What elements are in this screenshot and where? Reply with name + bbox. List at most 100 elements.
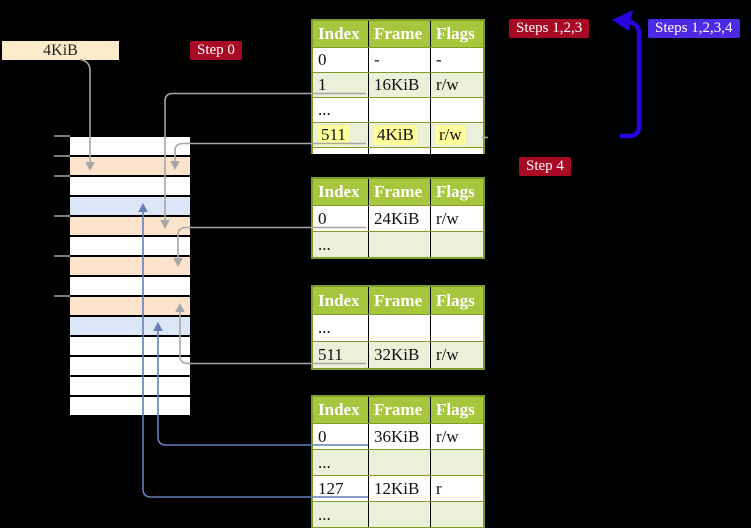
table-row: 0-- bbox=[313, 47, 483, 72]
header-cell-frame: Frame bbox=[368, 397, 430, 423]
memory-frame-row bbox=[70, 197, 190, 215]
memory-frame-row bbox=[70, 217, 190, 235]
table-cell: ... bbox=[313, 502, 368, 527]
table-cell: 0 bbox=[313, 48, 368, 72]
table-cell: 36KiB bbox=[368, 424, 430, 449]
table-cell: r/w bbox=[430, 123, 483, 147]
memory-tick bbox=[54, 155, 70, 157]
header-cell-flags: Flags bbox=[430, 21, 483, 47]
table-cell bbox=[368, 232, 430, 257]
step4-label: Step 4 bbox=[519, 157, 571, 176]
table-cell bbox=[430, 450, 483, 475]
steps-1234-label: Steps 1,2,3,4 bbox=[648, 19, 740, 38]
table-row: ... bbox=[313, 314, 483, 341]
memory-frame-row bbox=[70, 177, 190, 195]
table-cell: 24KiB bbox=[368, 206, 430, 231]
table-cell bbox=[368, 98, 430, 122]
header-cell-index: Index bbox=[313, 179, 368, 205]
table-cell bbox=[430, 148, 483, 154]
step0-label: Step 0 bbox=[190, 41, 242, 60]
table-cell: - bbox=[430, 48, 483, 72]
memory-frame-row bbox=[70, 237, 190, 255]
header-cell-frame: Frame bbox=[368, 21, 430, 47]
table-cell bbox=[430, 98, 483, 122]
table-cell: 12KiB bbox=[368, 476, 430, 501]
table-cell: ... bbox=[313, 450, 368, 475]
memory-frame-row bbox=[70, 277, 190, 295]
table-cell: r bbox=[430, 476, 483, 501]
arrow-left-icon bbox=[612, 10, 633, 31]
clipped-table-row bbox=[313, 147, 483, 154]
steps-123-label: Steps 1,2,3 bbox=[509, 19, 590, 38]
table-cell: 511 bbox=[313, 123, 368, 147]
memory-frame-row bbox=[70, 357, 190, 375]
table-row: ... bbox=[313, 97, 483, 122]
header-cell-flags: Flags bbox=[430, 179, 483, 205]
table-cell: r/w bbox=[430, 73, 483, 97]
table-cell: 32KiB bbox=[368, 342, 430, 368]
table-cell: 1 bbox=[313, 73, 368, 97]
header-cell-index: Index bbox=[313, 287, 368, 314]
table-cell: ... bbox=[313, 98, 368, 122]
table-cell: r/w bbox=[430, 206, 483, 231]
loop-back-arrow bbox=[620, 19, 642, 139]
table-cell: ... bbox=[313, 315, 368, 341]
header-cell-frame: Frame bbox=[368, 287, 430, 314]
table-cell bbox=[313, 148, 368, 154]
table-cell: r/w bbox=[430, 342, 483, 368]
table-row: ... bbox=[313, 449, 483, 475]
table-cell: r/w bbox=[430, 424, 483, 449]
table-row: ... bbox=[313, 501, 483, 527]
memory-tick bbox=[54, 295, 70, 297]
memory-frame-row bbox=[70, 377, 190, 395]
frame-size-label: 4KiB bbox=[2, 41, 119, 60]
table-cell bbox=[430, 232, 483, 257]
table-cell: ... bbox=[313, 232, 368, 257]
memory-tick bbox=[54, 175, 70, 177]
table-row: ... bbox=[313, 231, 483, 257]
header-cell-flags: Flags bbox=[430, 397, 483, 423]
physical-memory-column bbox=[70, 137, 190, 415]
memory-tick bbox=[54, 135, 70, 137]
table-cell bbox=[368, 315, 430, 341]
header-cell-index: Index bbox=[313, 397, 368, 423]
table-cell bbox=[368, 148, 430, 154]
memory-frame-row bbox=[70, 297, 190, 315]
table-cell: 16KiB bbox=[368, 73, 430, 97]
memory-frame-row bbox=[70, 337, 190, 355]
table-cell: 511 bbox=[313, 342, 368, 368]
table-cell: 127 bbox=[313, 476, 368, 501]
header-cell-index: Index bbox=[313, 21, 368, 47]
header-cell-frame: Frame bbox=[368, 179, 430, 205]
memory-frame-row bbox=[70, 137, 190, 155]
table-cell bbox=[430, 502, 483, 527]
table-cell bbox=[368, 502, 430, 527]
memory-frame-row bbox=[70, 257, 190, 275]
memory-frame-row bbox=[70, 397, 190, 415]
table-cell: - bbox=[368, 48, 430, 72]
table-cell: 0 bbox=[313, 206, 368, 231]
memory-frame-row bbox=[70, 317, 190, 335]
memory-tick bbox=[54, 215, 70, 217]
table-cell bbox=[430, 315, 483, 341]
header-cell-flags: Flags bbox=[430, 287, 483, 314]
memory-tick bbox=[54, 255, 70, 257]
table-cell bbox=[368, 450, 430, 475]
table-cell: 4KiB bbox=[368, 123, 430, 147]
table-cell: 0 bbox=[313, 424, 368, 449]
